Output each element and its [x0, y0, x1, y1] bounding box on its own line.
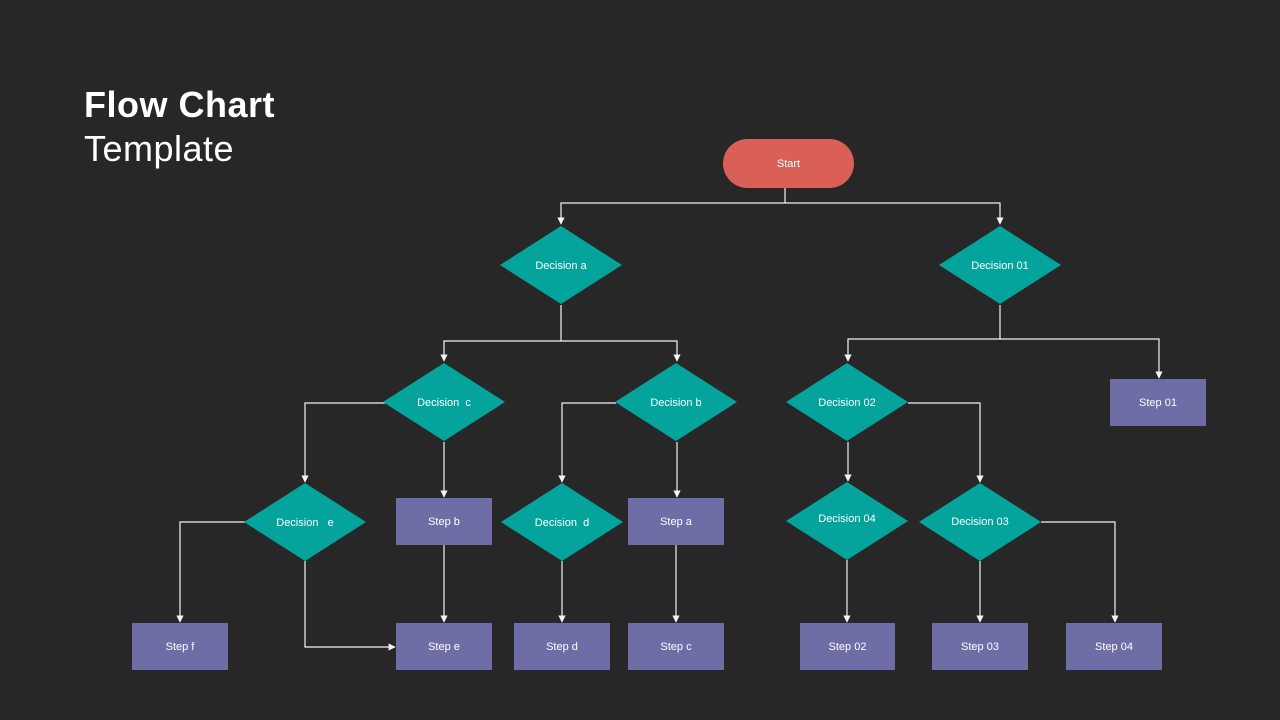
node-step-f-label: Step f	[166, 641, 196, 653]
node-step-d-label: Step d	[546, 641, 578, 653]
node-decision-d: Decision d	[501, 483, 623, 561]
node-decision-02-label: Decision 02	[818, 397, 875, 409]
connector-decision-a-decision-c	[440, 305, 562, 362]
title-light: Template	[84, 128, 235, 169]
connector-decision-01-step-01	[1000, 338, 1163, 379]
node-step-03: Step 03	[932, 623, 1028, 670]
node-step-a: Step a	[628, 498, 724, 545]
node-step-b-label: Step b	[428, 516, 460, 528]
connector-decision-03-step-04	[1041, 521, 1119, 623]
node-decision-a-label: Decision a	[535, 260, 587, 272]
node-step-03-label: Step 03	[961, 641, 999, 653]
node-step-01: Step 01	[1110, 379, 1206, 426]
connector-decision-b-decision-d	[558, 402, 616, 483]
connectors	[176, 188, 1163, 651]
node-step-b: Step b	[396, 498, 492, 545]
connector-start-decision-01	[785, 202, 1004, 225]
node-step-e: Step e	[396, 623, 492, 670]
node-decision-02: Decision 02	[786, 363, 908, 441]
node-decision-e-label: Decision e	[276, 517, 333, 529]
title-bold: Flow Chart	[84, 84, 275, 125]
node-decision-e: Decision e	[244, 483, 366, 561]
node-step-d: Step d	[514, 623, 610, 670]
node-step-e-label: Step e	[428, 641, 460, 653]
node-decision-c: Decision c	[383, 363, 505, 441]
connector-decision-c-decision-e	[301, 402, 385, 483]
node-decision-04: Decision 04	[786, 482, 908, 560]
node-step-01-label: Step 01	[1139, 397, 1177, 409]
node-step-f: Step f	[132, 623, 228, 670]
connector-decision-01-decision-02	[844, 305, 1001, 362]
connector-decision-02-decision-03	[908, 402, 984, 483]
node-decision-a: Decision a	[500, 226, 622, 304]
node-decision-01: Decision 01	[939, 226, 1061, 304]
connector-decision-e-step-e	[304, 561, 396, 651]
node-decision-04-label: Decision 04	[818, 513, 875, 525]
node-decision-c-label: Decision c	[417, 397, 471, 409]
node-decision-b: Decision b	[615, 363, 737, 441]
node-step-04: Step 04	[1066, 623, 1162, 670]
node-decision-b-label: Decision b	[650, 397, 701, 409]
node-step-a-label: Step a	[660, 516, 693, 528]
node-decision-01-label: Decision 01	[971, 260, 1028, 272]
connector-decision-a-decision-b	[561, 340, 681, 362]
node-decision-03-label: Decision 03	[951, 516, 1008, 528]
node-step-c: Step c	[628, 623, 724, 670]
connector-decision-e-step-f	[176, 521, 245, 623]
node-start: Start	[723, 139, 854, 188]
node-decision-03: Decision 03	[919, 483, 1041, 561]
node-step-02: Step 02	[800, 623, 895, 670]
node-start-label: Start	[777, 158, 800, 170]
connector-start-decision-a	[557, 188, 786, 225]
slide-title: Flow Chart Template	[84, 84, 275, 172]
node-step-c-label: Step c	[660, 641, 692, 653]
node-step-04-label: Step 04	[1095, 641, 1133, 653]
node-step-02-label: Step 02	[829, 641, 867, 653]
node-decision-d-label: Decision d	[535, 517, 589, 529]
